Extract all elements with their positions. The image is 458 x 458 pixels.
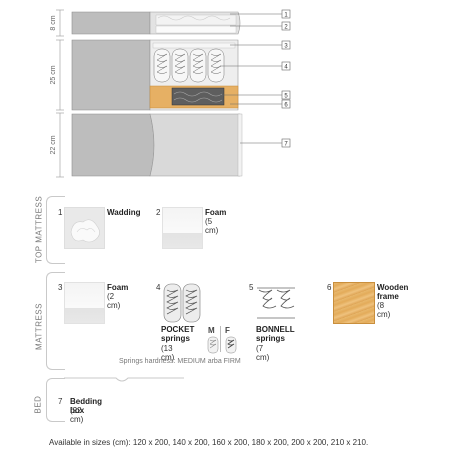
pocket-springs: [153, 48, 225, 83]
component-number: 1: [58, 208, 63, 217]
callout-2: 2: [284, 25, 288, 31]
dimension-bed: 22 cm: [50, 135, 57, 154]
bed-section-label: BED: [33, 395, 43, 414]
bonnell-springs: [171, 87, 225, 106]
pocket-springs-icon: [163, 283, 201, 323]
bonnell-springs-icon: [257, 287, 295, 319]
hardness-firm-label: F: [225, 326, 230, 335]
callout-6: 6: [284, 103, 288, 109]
component-name: Wadding: [107, 208, 141, 217]
component-name-line2: springs: [161, 334, 190, 343]
component-number: 5: [249, 283, 254, 292]
callouts: 1 2 3 4 5 6 7: [281, 9, 291, 148]
component-name: Bedding box: [70, 397, 102, 415]
bed-brace: [46, 378, 65, 422]
component-name-line1: POCKET: [161, 325, 195, 334]
pocket-springs-thumbnail: [161, 282, 203, 324]
component-number: 2: [156, 208, 161, 217]
mattress-layer: [71, 39, 239, 111]
mattress-section-label: MATTRESS: [34, 303, 44, 350]
hardness-springs-icon: [207, 336, 237, 354]
top-mattress-brace: [46, 196, 65, 264]
component-number: 4: [156, 283, 161, 292]
callout-7: 7: [284, 142, 288, 148]
wadding-thumbnail: [64, 207, 105, 249]
component-name-line2: springs: [256, 334, 285, 343]
component-name-line1: BONNELL: [256, 325, 295, 334]
top-mattress-layer: [71, 11, 241, 35]
callout-3: 3: [284, 44, 288, 50]
foam-2cm-thumbnail: [64, 282, 105, 324]
leader-lines: [220, 13, 282, 144]
bed-section-top-edge: [64, 377, 184, 382]
top-mattress-section-label: TOP MATTRESS: [34, 195, 44, 264]
component-name: Foam: [107, 283, 129, 292]
component-number: 7: [58, 397, 63, 406]
dimension-top: 8 cm: [50, 15, 57, 30]
component-size: (13 cm): [161, 344, 175, 362]
wooden-frame-thumbnail: [333, 282, 375, 324]
component-number: 6: [327, 283, 332, 292]
bonnell-springs-thumbnail: [255, 282, 297, 324]
component-size: (2 cm): [107, 292, 121, 310]
component-name-line2: frame: [377, 292, 399, 301]
callout-5: 5: [284, 94, 288, 100]
component-size: (8 cm): [377, 301, 391, 319]
wadding-icon: [70, 219, 100, 243]
dimension-mattress: 25 cm: [50, 65, 57, 84]
component-size: (22 cm): [70, 406, 84, 424]
component-size: (7 cm): [256, 344, 270, 362]
springs-hardness-caption: Springs hardness: MEDIUM arba FIRM: [119, 358, 241, 365]
hardness-medium-label: M: [208, 326, 215, 335]
callout-1: 1: [284, 13, 288, 19]
component-size: (5 cm): [205, 217, 219, 235]
component-name: Foam: [205, 208, 227, 217]
available-sizes-footer: Available in sizes (cm): 120 x 200, 140 …: [49, 438, 369, 447]
component-number: 3: [58, 283, 63, 292]
foam-5cm-thumbnail: [162, 207, 203, 249]
bed-layer: [71, 113, 243, 177]
bed-cross-section-diagram: 8 cm 25 cm 22 cm: [50, 9, 291, 178]
mattress-brace: [46, 272, 65, 370]
dimension-lines: [56, 9, 64, 178]
hardness-divider: [220, 326, 221, 352]
component-name-line1: Wooden: [377, 283, 409, 292]
callout-4: 4: [284, 65, 288, 71]
